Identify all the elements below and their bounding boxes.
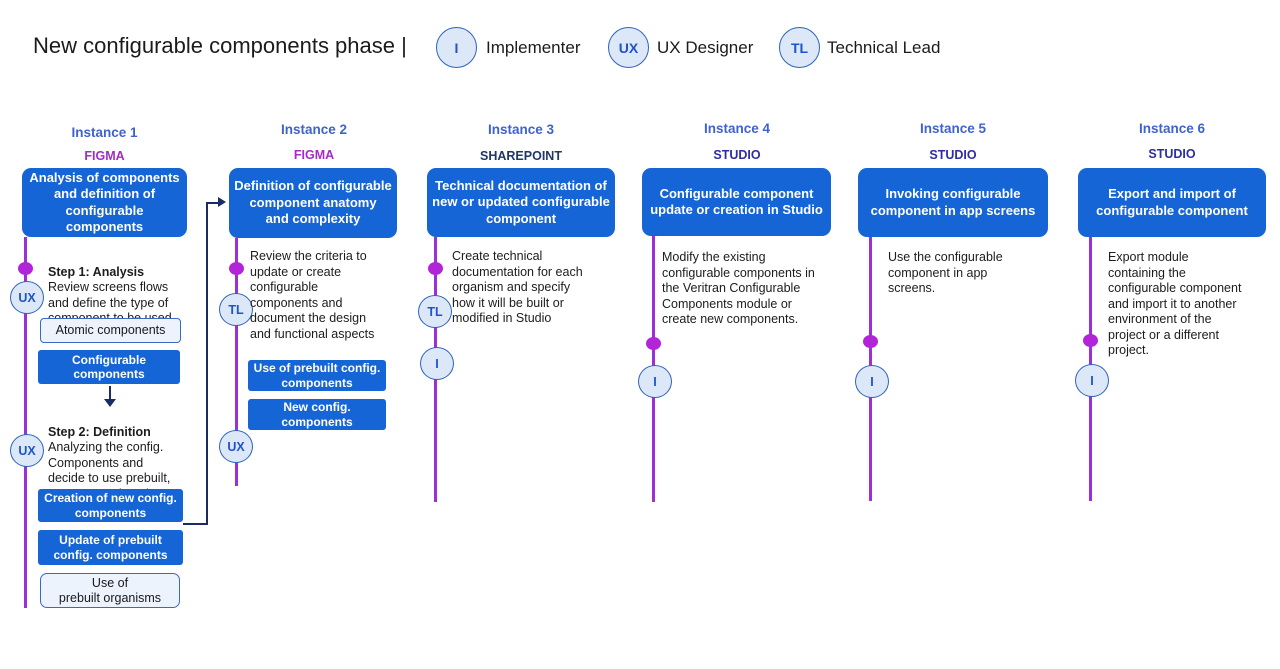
instance-4-title: Instance 4 xyxy=(703,121,771,136)
step1-heading: Step 1: Analysis xyxy=(48,264,145,279)
instance-3-header-box: Technical documentation of new or update… xyxy=(427,168,615,237)
instance-2-role-ux: UX xyxy=(219,430,253,463)
connector-segment xyxy=(206,202,208,525)
down-arrow-icon xyxy=(104,399,116,407)
use-prebuilt-config-box: Use of prebuilt config. components xyxy=(248,360,386,391)
instance-4-role-implementer: I xyxy=(638,365,672,398)
instance-2-title: Instance 2 xyxy=(280,122,348,137)
instance-6-milestone-dot xyxy=(1083,334,1098,347)
instance-2-role-tl: TL xyxy=(219,293,253,326)
instance-1-role-ux-step2: UX xyxy=(10,434,44,467)
instance-2-header-box: Definition of configurable component ana… xyxy=(229,168,397,238)
instance-4-header-box: Configurable component update or creatio… xyxy=(642,168,831,236)
instance-1-header-box: Analysis of components and definition of… xyxy=(22,168,187,237)
legend-implementer-label: Implementer xyxy=(486,38,581,57)
instance-3-description: Create technical documentation for each … xyxy=(452,249,583,325)
new-config-components-box: New config. components xyxy=(248,399,386,430)
instance-6-role-implementer: I xyxy=(1075,364,1109,397)
page-title: New configurable components phase | xyxy=(33,33,407,58)
legend-ux-designer-label: UX Designer xyxy=(657,38,754,57)
instance-1-milestone-dot xyxy=(18,262,33,275)
instance-6-title: Instance 6 xyxy=(1138,121,1206,136)
instance-3-role-tl: TL xyxy=(418,295,452,328)
instance-2-description: Review the criteria to update or create … xyxy=(250,249,375,341)
instance-4-description: Modify the existing configurable compone… xyxy=(662,250,815,326)
step2-heading: Step 2: Definition xyxy=(48,424,151,439)
instance-5-role-implementer: I xyxy=(855,365,889,398)
instance-5-header-box: Invoking configurable component in app s… xyxy=(858,168,1048,237)
configurable-components-box: Configurable components xyxy=(38,350,180,384)
instance-3-milestone-dot xyxy=(428,262,443,275)
legend-ux-designer-icon: UX xyxy=(608,27,649,68)
instance-1-role-ux-step1: UX xyxy=(10,281,44,314)
instance-3-platform: SHAREPOINT xyxy=(480,149,562,163)
instance-2-timeline xyxy=(235,238,238,486)
down-arrow-line xyxy=(109,386,111,400)
instance-4-milestone-dot xyxy=(646,337,661,350)
legend-technical-lead-label: Technical Lead xyxy=(827,38,941,57)
connector-arrow-icon xyxy=(218,197,226,207)
update-prebuilt-config-box: Update of prebuilt config. components xyxy=(38,530,183,565)
connector-segment xyxy=(206,202,220,204)
creation-new-config-box: Creation of new config. components xyxy=(38,489,183,522)
instance-6-platform: STUDIO xyxy=(1148,147,1196,161)
instance-2-milestone-dot xyxy=(229,262,244,275)
instance-1-title: Instance 1 xyxy=(71,125,138,140)
connector-segment xyxy=(183,523,208,525)
legend-technical-lead-icon: TL xyxy=(779,27,820,68)
legend-implementer-icon: I xyxy=(436,27,477,68)
instance-6-description: Export module containing the configurabl… xyxy=(1108,250,1242,357)
instance-4-platform: STUDIO xyxy=(713,148,761,162)
instance-5-milestone-dot xyxy=(863,335,878,348)
instance-6-header-box: Export and import of configurable compon… xyxy=(1078,168,1266,237)
instance-5-title: Instance 5 xyxy=(919,121,987,136)
instance-3-role-implementer: I xyxy=(420,347,454,380)
instance-5-description: Use the configurable component in app sc… xyxy=(888,250,1003,295)
instance-3-title: Instance 3 xyxy=(487,122,555,137)
atomic-components-box: Atomic components xyxy=(40,318,181,343)
instance-1-platform: FIGMA xyxy=(84,149,125,163)
instance-2-platform: FIGMA xyxy=(293,148,335,162)
instance-1-timeline xyxy=(24,237,27,608)
instance-5-platform: STUDIO xyxy=(929,148,977,162)
use-prebuilt-organisms-box: Use of prebuilt organisms xyxy=(40,573,180,608)
